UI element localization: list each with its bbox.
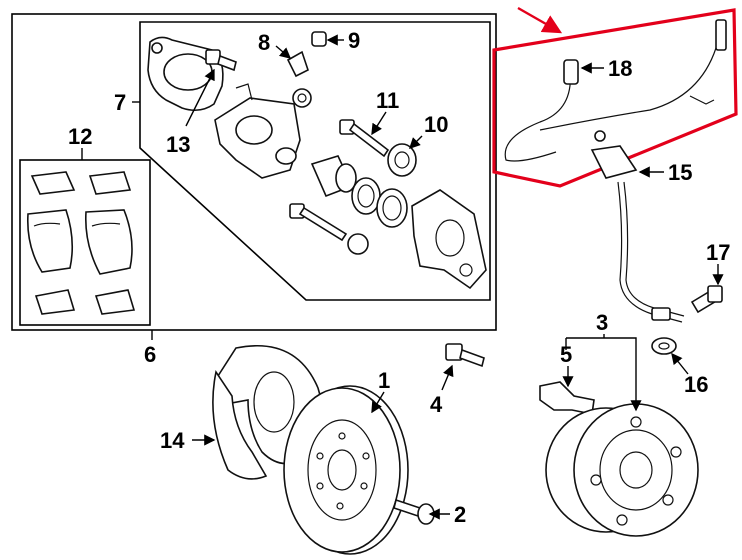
callout-5: 5 — [560, 342, 572, 367]
callout-labels: 1 2 3 4 5 6 7 8 9 10 11 12 13 14 15 16 1… — [68, 28, 730, 527]
callout-17: 17 — [706, 240, 730, 265]
callout-9: 9 — [348, 28, 360, 53]
brake-rotor — [283, 385, 409, 555]
brake-pad-kit — [26, 171, 136, 315]
leader-lines — [81, 34, 724, 520]
callout-7: 7 — [114, 90, 126, 115]
hub-bearing — [539, 381, 699, 537]
banjo-bolt — [690, 285, 723, 314]
caliper-parts — [147, 31, 487, 290]
callout-1: 1 — [378, 368, 390, 393]
callout-8: 8 — [258, 30, 270, 55]
callout-4: 4 — [430, 392, 443, 417]
callout-14: 14 — [160, 428, 185, 453]
dust-shield-bolt — [445, 343, 485, 368]
brake-hose — [590, 145, 685, 323]
callout-6: 6 — [144, 342, 156, 367]
callout-15: 15 — [668, 160, 692, 185]
callout-12: 12 — [68, 124, 92, 149]
callout-3: 3 — [596, 310, 608, 335]
callout-18: 18 — [608, 56, 632, 81]
callout-11: 11 — [376, 88, 399, 113]
callout-10: 10 — [424, 112, 448, 137]
callout-16: 16 — [684, 372, 708, 397]
callout-2: 2 — [454, 502, 466, 527]
callout-13: 13 — [166, 132, 190, 157]
copper-washer — [651, 337, 677, 355]
abs-sensor-highlight — [492, 6, 738, 188]
